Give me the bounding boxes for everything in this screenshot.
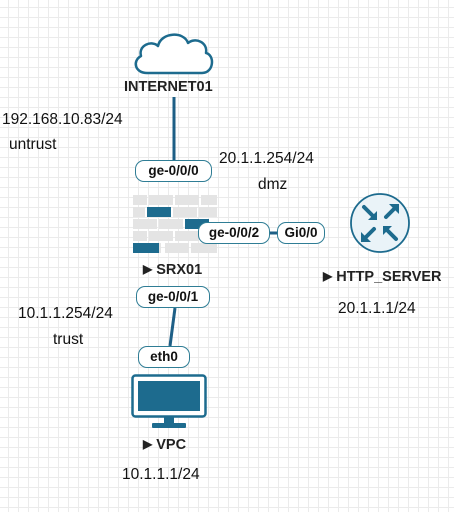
link-srx-vpc[interactable]	[168, 307, 177, 347]
srx-interface-ge-0-0-0[interactable]: ge-0/0/0	[135, 160, 212, 182]
srx-interface-ge-0-0-2[interactable]: ge-0/0/2	[198, 222, 270, 244]
dmz-zone-label: dmz	[258, 176, 288, 193]
internet-name: INTERNET01	[124, 79, 213, 95]
trust-zone-label: trust	[53, 331, 84, 348]
internet-cloud-node[interactable]	[129, 26, 217, 78]
cloud-icon	[134, 33, 214, 75]
vpc-address-label: 10.1.1.1/24	[122, 466, 200, 483]
monitor-icon	[131, 374, 207, 428]
vpc-name: ▶VPC	[143, 437, 187, 453]
vpc-interface-eth0[interactable]: eth0	[138, 346, 190, 368]
internet-address-label: 192.168.10.83/24	[2, 111, 123, 128]
srx-name: ▶SRX01	[143, 262, 203, 278]
srx-interface-ge-0-0-1[interactable]: ge-0/0/1	[136, 286, 210, 308]
dmz-address-label: 20.1.1.254/24	[219, 150, 314, 167]
trust-address-label: 10.1.1.254/24	[18, 305, 113, 322]
http-server-node[interactable]	[338, 190, 422, 256]
untrust-zone-label: untrust	[9, 136, 57, 153]
server-address-label: 20.1.1.1/24	[338, 300, 416, 317]
vpc-node[interactable]	[131, 374, 207, 430]
http-server-name: ▶HTTP_SERVER	[323, 269, 442, 285]
router-icon	[350, 193, 410, 253]
server-interface-gi0-0[interactable]: Gi0/0	[277, 222, 325, 244]
